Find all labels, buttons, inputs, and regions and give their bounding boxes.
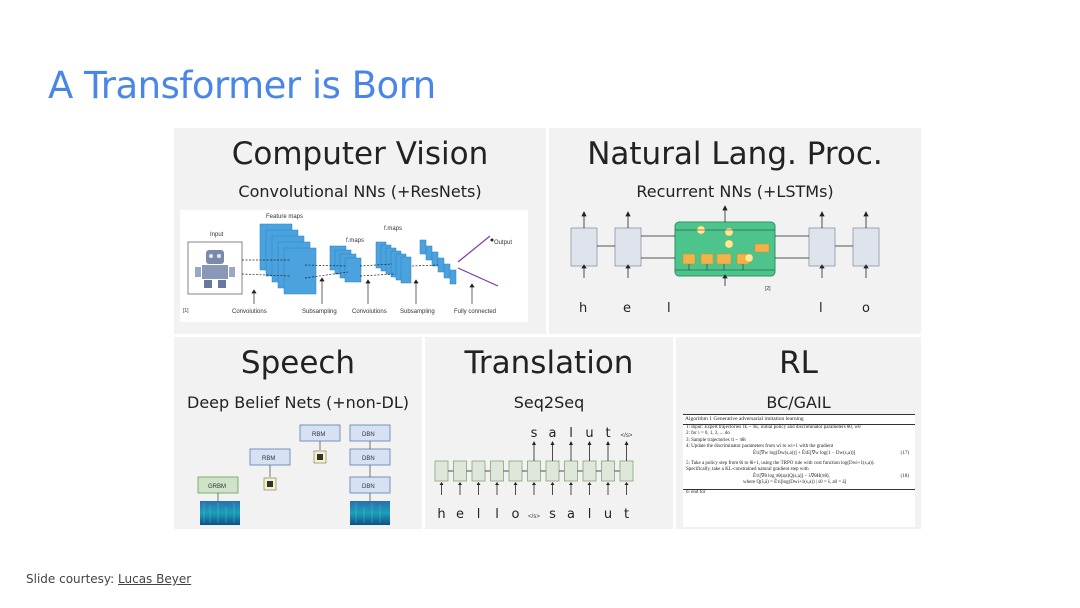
cv-fully-connected-label: Fully connected — [454, 309, 496, 315]
speech-rbm2-label: RBM — [312, 432, 325, 438]
speech-dbn3-label: DBN — [362, 484, 375, 490]
input-token: e — [456, 507, 464, 522]
rnn-cell — [601, 460, 615, 482]
nlp-subtitle: Recurrent NNs (+LSTMs) — [636, 182, 834, 201]
algorithm-equation: Êτi[∇w log(Dw(s,a))] + ÊτE[∇w log(1 − Dw… — [753, 450, 909, 456]
algorithm-line: where Q(s̄,ā) = Êτi[log(Dwi+1(s,a)) | s0… — [743, 480, 847, 486]
rnn-cell — [564, 460, 578, 482]
copy-icon — [263, 450, 327, 491]
algorithm-header: Algorithm 1 Generative adversarial imita… — [683, 414, 915, 425]
algorithm-line: 5: Take a policy step from θi to θi+1, u… — [686, 460, 875, 466]
output-token: u — [585, 426, 593, 441]
cv-fmaps2-label: f.maps — [384, 226, 402, 232]
lstm-diagram: [2] h e l l o — [570, 205, 880, 316]
rnn-cell — [490, 460, 504, 482]
credit-prefix: Slide courtesy: — [26, 572, 119, 586]
panel-speech: Speech Deep Belief Nets (+non-DL) — [174, 337, 422, 529]
rnn-cell — [619, 460, 634, 482]
cv-feature-maps-label: Feature maps — [266, 214, 303, 220]
speech-dbn2-label: DBN — [362, 456, 375, 462]
input-token: l — [495, 507, 499, 522]
output-token: s — [531, 426, 538, 441]
input-token: </s> — [528, 514, 540, 520]
cv-input-label: Input — [210, 232, 224, 238]
cv-convolutions-label: Convolutions — [232, 309, 267, 315]
algorithm-line: 1: Input: Expert trajectories τE ~ πE, i… — [686, 424, 861, 430]
nlp-letter-l1: l — [667, 301, 671, 316]
cv-fmaps-label: f.maps — [346, 238, 364, 244]
speech-title: Speech — [240, 345, 356, 381]
input-token: h — [437, 507, 445, 522]
rnn-cell — [471, 460, 486, 482]
equation-number: (18) — [900, 473, 909, 479]
cv-ref: [1] — [183, 308, 189, 314]
translation-subtitle: Seq2Seq — [513, 393, 585, 412]
panel-computer-vision: Computer Vision Convolutional NNs (+ResN… — [174, 128, 546, 334]
cv-subsampling2-label: Subsampling — [400, 309, 435, 315]
input-token: t — [624, 507, 629, 522]
input-token: o — [512, 507, 520, 522]
output-token: a — [549, 426, 557, 441]
cnn-diagram: Input — [180, 210, 528, 322]
cv-output-label: Output — [494, 240, 512, 246]
panel-nlp: Natural Lang. Proc. Recurrent NNs (+LSTM… — [549, 128, 921, 334]
translation-title: Translation — [464, 345, 634, 381]
input-token: s — [549, 507, 556, 522]
algorithm-line: 3: Sample trajectories τi ~ πθi — [686, 437, 746, 443]
nlp-letter-o: o — [862, 301, 870, 316]
nlp-letter-e: e — [623, 301, 631, 316]
cv-subtitle: Convolutional NNs (+ResNets) — [238, 182, 482, 201]
input-token: l — [588, 507, 592, 522]
input-token: u — [604, 507, 612, 522]
speech-subtitle: Deep Belief Nets (+non-DL) — [187, 393, 409, 412]
rnn-cell — [453, 460, 467, 482]
output-token: l — [569, 426, 573, 441]
speech-rbm1-label: RBM — [262, 456, 275, 462]
input-token: l — [477, 507, 481, 522]
robot-icon — [195, 250, 235, 288]
rnn-cell — [527, 460, 541, 482]
algorithm-line: 4: Update the discriminator parameters f… — [686, 444, 834, 450]
cv-title: Computer Vision — [231, 136, 489, 172]
algorithm-line: 6: end for — [683, 488, 915, 497]
algorithm-line: Specifically, take a KL-constrained natu… — [686, 467, 809, 473]
rnn-cell — [545, 460, 560, 482]
input-token: a — [567, 507, 575, 522]
rnn-cell — [582, 460, 597, 482]
slide-title: A Transformer is Born — [48, 64, 436, 107]
credit-link[interactable]: Lucas Beyer — [118, 572, 192, 586]
dbn-diagram: GRBM RBM RBM DBN DBN DBN — [197, 424, 391, 525]
nlp-title: Natural Lang. Proc. — [587, 136, 883, 172]
nlp-letter-l2: l — [819, 301, 823, 316]
nlp-ref: [2] — [765, 286, 771, 292]
speech-grbm-label: GRBM — [208, 484, 226, 490]
output-token: </s> — [621, 433, 633, 439]
gail-algorithm-box: Algorithm 1 Generative adversarial imita… — [683, 414, 915, 527]
speech-dbn1-label: DBN — [362, 432, 375, 438]
rl-title: RL — [779, 345, 818, 381]
output-token: t — [605, 426, 610, 441]
rl-subtitle: BC/GAIL — [766, 393, 831, 412]
rnn-cell — [508, 460, 523, 482]
rnn-cell — [434, 460, 449, 482]
equation-number: (17) — [900, 450, 909, 456]
cv-convolutions2-label: Convolutions — [352, 309, 387, 315]
algorithm-equation: Êτi[∇θ log πθ(a|s)Q(s,a)] − λ∇θH(πθ), (1… — [753, 473, 909, 479]
nlp-letter-h: h — [579, 301, 587, 316]
cv-subsampling-label: Subsampling — [302, 309, 337, 315]
algorithm-line: 2: for i = 0, 1, 2, ... do — [686, 431, 730, 437]
slide-credit: Slide courtesy: Lucas Beyer — [26, 572, 191, 586]
